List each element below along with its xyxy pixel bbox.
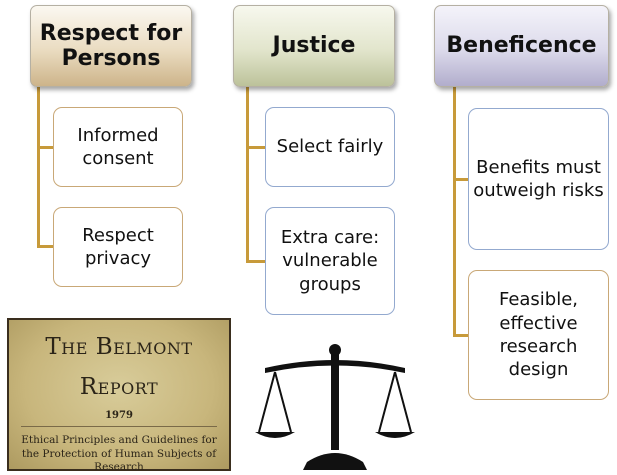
belmont-title-line1: The Belmont — [45, 334, 193, 360]
belmont-report-cover: The Belmont Report 1979 Ethical Principl… — [7, 318, 231, 473]
connector-respect-consent — [37, 146, 53, 149]
connector-beneficence-feasible — [453, 334, 468, 337]
connector-beneficence-vertical — [453, 87, 456, 337]
principle-header-justice: Justice — [233, 5, 395, 87]
belmont-title-line2: Report — [79, 374, 159, 400]
principle-header-respect-for-persons: Respect for Persons — [30, 5, 192, 87]
item-select-fairly: Select fairly — [265, 107, 395, 187]
belmont-subtitle: Ethical Principles and Guidelines for th… — [21, 434, 217, 474]
item-feasible-design: Feasible, effective research design — [468, 270, 609, 400]
belmont-divider — [21, 426, 217, 427]
item-extra-care: Extra care: vulnerable groups — [265, 207, 395, 315]
principle-header-beneficence: Beneficence — [434, 5, 609, 87]
belmont-year: 1979 — [105, 410, 133, 421]
connector-beneficence-benefits — [453, 178, 468, 181]
item-informed-consent: Informed consent — [53, 107, 183, 187]
scales-of-justice-icon — [255, 344, 415, 470]
item-respect-privacy: Respect privacy — [53, 207, 183, 287]
connector-respect-vertical — [37, 87, 40, 247]
connector-respect-privacy — [37, 245, 53, 248]
item-benefits-outweigh-risks: Benefits must outweigh risks — [468, 108, 609, 250]
connector-justice-extra — [246, 260, 265, 263]
connector-justice-select — [246, 146, 265, 149]
connector-justice-vertical — [246, 87, 249, 263]
